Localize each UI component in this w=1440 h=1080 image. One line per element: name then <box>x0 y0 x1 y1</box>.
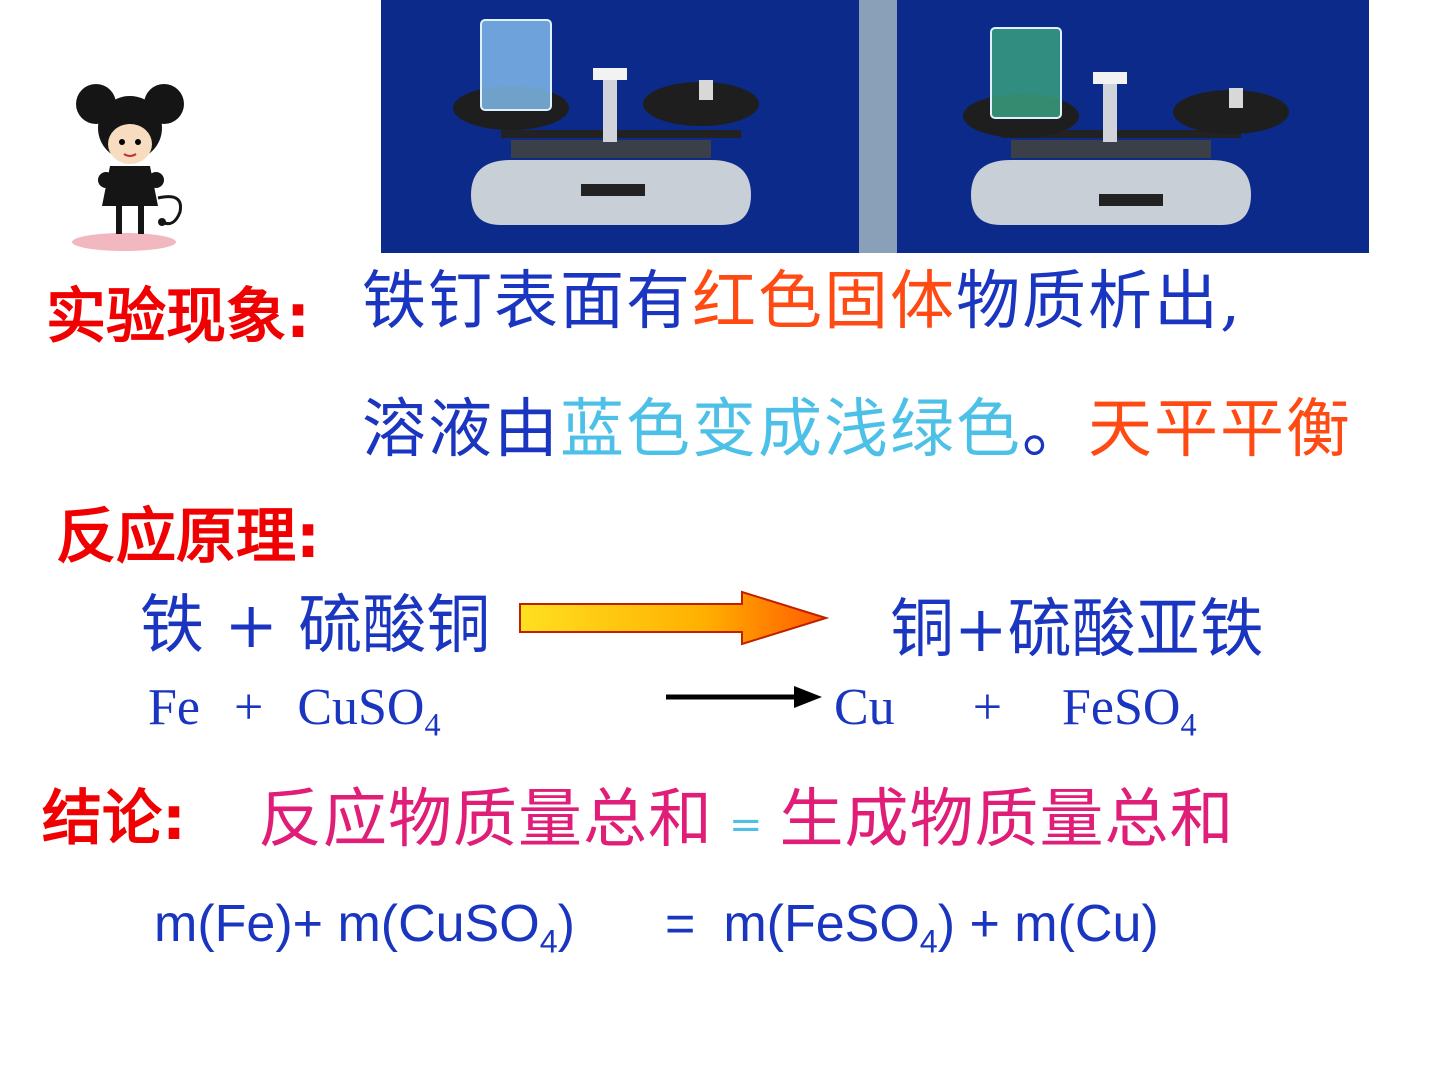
formula-subscript: 4 <box>424 706 441 743</box>
phenomenon-text: 铁钉表面有 <box>362 265 692 339</box>
mass-eq-part: m(Fe)+ m(CuSO <box>154 895 540 953</box>
mascot-icon <box>66 82 196 252</box>
formula-cuso: CuSO <box>297 679 425 736</box>
word-equation-products: 铜+硫酸亚铁 <box>890 593 1264 667</box>
mass-eq-part: ) <box>557 895 575 953</box>
formula-arrow-icon <box>664 682 824 712</box>
formula-feso: FeSO <box>1062 679 1181 736</box>
phenomenon-highlight-color-change: 蓝色变成浅绿色 <box>560 393 1022 467</box>
mass-eq-equals: = <box>664 895 696 953</box>
formula-plus: + <box>972 679 1003 736</box>
formula-fe: Fe <box>148 679 200 736</box>
word-equation-reactants: 铁 + 硫酸铜 <box>140 589 491 663</box>
phenomenon-punctuation: 。 <box>1022 393 1088 467</box>
formula-cu: Cu <box>834 679 895 736</box>
conclusion-statement: 反应物质量总和 = 生成物质量总和 <box>258 768 1235 860</box>
mass-eq-subscript: 4 <box>919 923 938 960</box>
conclusion-label: 结论: <box>42 784 186 854</box>
formula-reactants: Fe + CuSO4 <box>148 678 441 740</box>
mass-eq-subscript: 4 <box>539 923 558 960</box>
conclusion-reactants: 反应物质量总和 <box>258 783 713 857</box>
phenomenon-line-1: 铁钉表面有红色固体物质析出, <box>362 250 1242 342</box>
balance-photo-strip <box>381 0 1369 253</box>
phenomenon-text: 物质析出, <box>956 265 1243 339</box>
conclusion-equals: = <box>729 801 764 848</box>
phenomenon-highlight-balance: 天平平衡 <box>1088 393 1352 467</box>
phenomenon-line-2: 溶液由蓝色变成浅绿色。天平平衡 <box>362 378 1352 470</box>
mass-equation: m(Fe)+ m(CuSO4)=m(FeSO4) + m(Cu) <box>154 894 1159 957</box>
formula-plus: + <box>234 679 264 736</box>
mass-eq-part: m(FeSO <box>723 895 920 953</box>
phenomenon-highlight-red-solid: 红色固体 <box>692 265 956 339</box>
formula-products: Cu + FeSO4 <box>834 678 1197 740</box>
balance-scale-left-icon <box>453 19 759 225</box>
conclusion-products: 生成物质量总和 <box>779 783 1235 857</box>
reaction-arrow-icon <box>516 590 832 646</box>
balance-scale-right-icon <box>963 27 1289 225</box>
phenomenon-text: 溶液由 <box>362 393 560 467</box>
mass-eq-part: ) + m(Cu) <box>937 895 1159 953</box>
principle-label: 反应原理: <box>56 502 320 572</box>
phenomenon-label: 实验现象: <box>46 282 310 352</box>
formula-subscript: 4 <box>1180 706 1197 743</box>
